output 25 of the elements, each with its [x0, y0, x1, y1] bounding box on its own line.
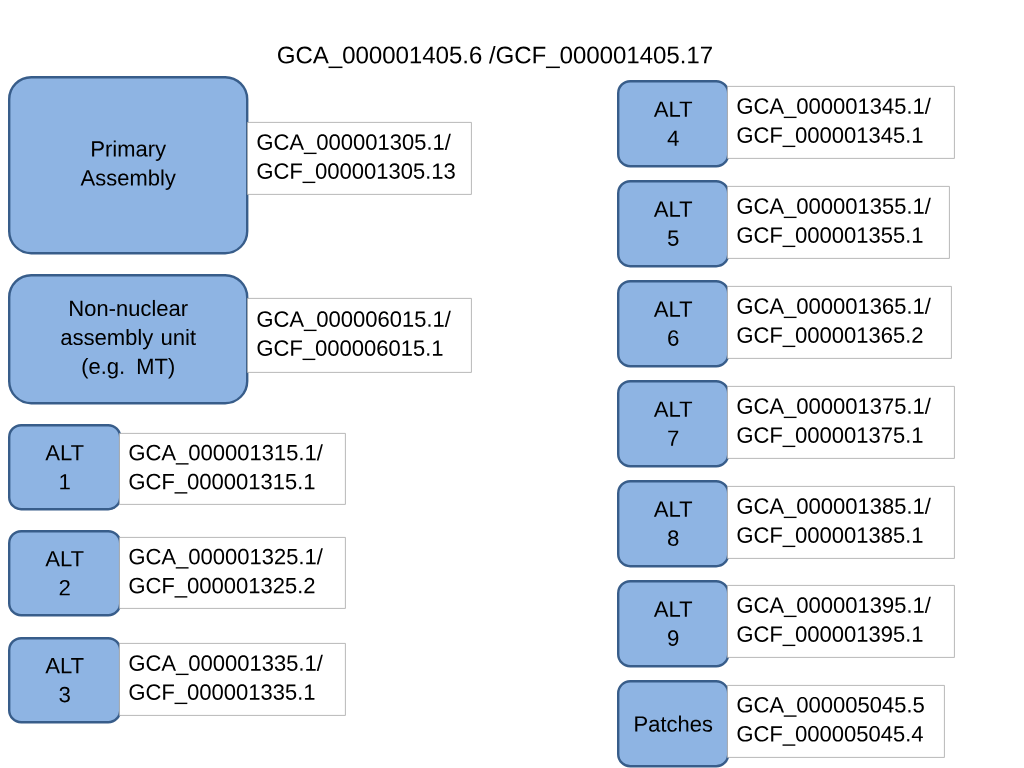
- text-box: GCA_000006015.1/ GCF_000006015.1: [247, 298, 472, 373]
- text-box: GCA_000001345.1/ GCF_000001345.1: [727, 86, 955, 159]
- rounded-box: ALT 2: [8, 530, 122, 617]
- rounded-box: ALT 4: [617, 80, 730, 168]
- text-box: GCA_000001395.1/ GCF_000001395.1: [727, 585, 955, 658]
- rounded-box: ALT 8: [617, 480, 730, 568]
- rounded-box: Non-nuclear assembly unit (e.g. MT): [8, 274, 249, 405]
- rounded-box: ALT 6: [617, 280, 730, 368]
- text-box: GCA_000001385.1/ GCF_000001385.1: [727, 486, 955, 559]
- rounded-box: ALT 7: [617, 380, 730, 468]
- text-box: GCA_000001365.1/ GCF_000001365.2: [727, 286, 952, 359]
- text-box: GCA_000001335.1/ GCF_000001335.1: [119, 643, 346, 716]
- rounded-box: Primary Assembly: [8, 76, 249, 255]
- text-box: GCA_000001325.1/ GCF_000001325.2: [119, 537, 346, 609]
- rounded-box: ALT 9: [617, 580, 730, 668]
- rounded-box: ALT 1: [8, 424, 122, 511]
- title: GCA_000001405.6 /GCF_000001405.17: [278, 45, 712, 69]
- text-box: GCA_000001375.1/ GCF_000001375.1: [727, 386, 955, 459]
- text-box: GCA_000001355.1/ GCF_000001355.1: [727, 186, 950, 259]
- text-box: GCA_000005045.5 GCF_000005045.4: [727, 685, 945, 758]
- rounded-box: Patches: [617, 680, 730, 768]
- text-box: GCA_000001315.1/ GCF_000001315.1: [119, 433, 346, 505]
- rounded-box: ALT 3: [8, 637, 122, 724]
- text-box: GCA_000001305.1/ GCF_000001305.13: [247, 122, 472, 195]
- rounded-box: ALT 5: [617, 180, 730, 268]
